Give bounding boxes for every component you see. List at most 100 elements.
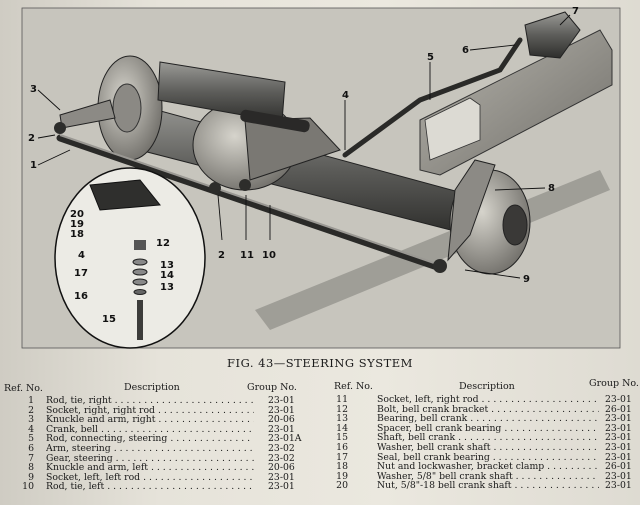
- ref-no-header: Ref. No.: [334, 381, 373, 392]
- group-no-header: Group No.: [589, 378, 639, 389]
- ref-no: 20: [336, 480, 348, 492]
- ref-no: 10: [22, 481, 34, 493]
- group-no: 23-01: [268, 481, 295, 493]
- part-description: Shaft, bell crank: [377, 433, 599, 444]
- group-no-header: Group No.: [247, 382, 297, 393]
- group-no: 23-02: [268, 452, 295, 464]
- group-no: 23-01: [605, 480, 632, 492]
- steering-gear: [524, 11, 581, 59]
- description-header: Description: [459, 381, 515, 392]
- parts-row: 9 Socket, left, left rod 23-01: [0, 471, 315, 484]
- parts-row: 2 Socket, right, right rod 23-01: [0, 404, 315, 417]
- ref-no: 15: [336, 432, 348, 444]
- callout-12: 12: [156, 238, 170, 249]
- callout-4: 4: [342, 90, 349, 101]
- description-header: Description: [124, 382, 180, 393]
- group-no: 26-01: [605, 403, 632, 415]
- callout-13a: 13: [160, 260, 174, 271]
- ref-no: 19: [336, 470, 348, 482]
- left-socket: [433, 259, 447, 273]
- ref-no: 3: [28, 414, 34, 426]
- ref-no: 13: [336, 413, 348, 425]
- callout-7: 7: [572, 6, 579, 17]
- callout-2b: 2: [218, 250, 225, 261]
- group-no: 23-01: [605, 442, 632, 453]
- callout-3: 3: [30, 84, 37, 95]
- callout-6: 6: [462, 45, 469, 56]
- tie-rod: [56, 134, 444, 272]
- group-no: 23-01: [268, 423, 295, 435]
- callout-2: 2: [28, 133, 35, 144]
- part-description: Washer, bell crank shaft: [377, 443, 599, 454]
- callout-9: 9: [523, 274, 530, 285]
- group-no: 23-01: [268, 404, 295, 416]
- right-socket: [54, 122, 66, 134]
- ref-no-header: Ref. No.: [4, 383, 43, 394]
- group-no: 23-01: [605, 394, 632, 405]
- left-knuckle-arm: [447, 159, 496, 262]
- callout-19: 19: [70, 219, 84, 230]
- ref-no: 9: [28, 471, 34, 483]
- callout-1: 1: [30, 160, 37, 171]
- group-no: 20-06: [268, 462, 295, 474]
- group-no: 23-01: [605, 451, 632, 463]
- parts-row: 12 Bolt, bell crank bracket 26-01: [325, 403, 640, 416]
- callout-11: 11: [240, 250, 254, 261]
- callout-5: 5: [427, 52, 434, 63]
- steering-system-illustration: 3 2 1 4 5 6 7 8 9 10 11 2 20 19 18 12 4 …: [21, 6, 621, 349]
- part-description: Knuckle and arm, right: [46, 415, 254, 426]
- ref-no: 16: [336, 442, 348, 453]
- ref-no: 7: [28, 452, 34, 464]
- steering-diagram: 3 2 1 4 5 6 7 8 9 10 11 2 20 19 18 12 4 …: [21, 6, 621, 349]
- part-description: Seal, bell crank bearing: [377, 453, 599, 464]
- part-description: Socket, left, left rod: [46, 473, 254, 484]
- parts-table-right: Ref. No. Description Group No. 11 Socket,…: [325, 378, 640, 499]
- part-description: Spacer, bell crank bearing: [377, 424, 599, 435]
- callout-4b: 4: [78, 250, 85, 261]
- callout-17: 17: [74, 268, 88, 279]
- ref-no: 8: [28, 462, 34, 474]
- part-description: Socket, left, right rod: [377, 395, 599, 406]
- ref-no: 5: [28, 433, 34, 445]
- group-no: 20-06: [268, 414, 295, 426]
- part-description: Washer, 5/8" bell crank shaft: [377, 472, 599, 483]
- callout-20: 20: [70, 209, 84, 220]
- callout-15: 15: [102, 314, 116, 325]
- ref-no: 6: [28, 443, 34, 454]
- part-description: Rod, connecting, steering: [46, 434, 254, 445]
- figure-caption: FIG. 43—STEERING SYSTEM: [227, 356, 413, 370]
- ref-no: 14: [336, 422, 348, 434]
- ref-no: 12: [336, 403, 348, 415]
- callout-14: 14: [160, 270, 174, 281]
- parts-row: 16 Washer, bell crank shaft 23-01: [325, 442, 640, 454]
- parts-row: 11 Socket, left, right rod 23-01: [325, 394, 640, 406]
- part-description: Crank, bell: [46, 425, 254, 436]
- ref-no: 4: [28, 423, 34, 435]
- parts-row: 4 Crank, bell 23-01: [0, 423, 315, 436]
- part-description: Bolt, bell crank bracket: [377, 405, 599, 416]
- group-no: 23-01: [268, 395, 295, 406]
- callout-10: 10: [262, 250, 276, 261]
- ref-no: 2: [28, 404, 34, 416]
- group-no: 23-01: [268, 471, 295, 483]
- part-description: Socket, right, right rod: [46, 406, 254, 417]
- part-description: Nut, 5/8"-18 bell crank shaft: [377, 481, 599, 492]
- group-no: 26-01: [605, 461, 632, 473]
- callout-13b: 13: [160, 282, 174, 293]
- parts-row: 20 Nut, 5/8"-18 bell crank shaft 23-01: [325, 481, 640, 492]
- ref-no: 11: [336, 394, 348, 405]
- group-no: 23-02: [268, 443, 295, 454]
- callout-18: 18: [70, 229, 84, 240]
- ref-no: 18: [336, 461, 348, 473]
